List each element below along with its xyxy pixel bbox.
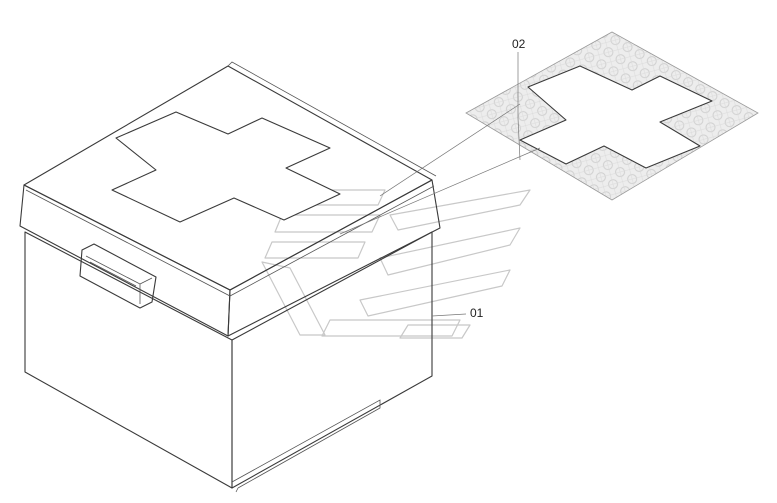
sticker-cross-symbol — [519, 65, 713, 169]
box-lid-rim-right — [227, 179, 441, 337]
watermark-logo — [261, 189, 531, 339]
box-body-right — [231, 231, 433, 489]
box-latch — [79, 243, 157, 309]
leader-lines — [339, 52, 541, 317]
part-label-02: 02 — [512, 37, 526, 51]
part-label-01: 01 — [470, 306, 484, 320]
lid-cross-symbol — [111, 111, 341, 223]
box-body-left — [24, 231, 233, 489]
first-aid-box — [19, 61, 441, 493]
reflective-cross-sticker — [465, 31, 759, 201]
